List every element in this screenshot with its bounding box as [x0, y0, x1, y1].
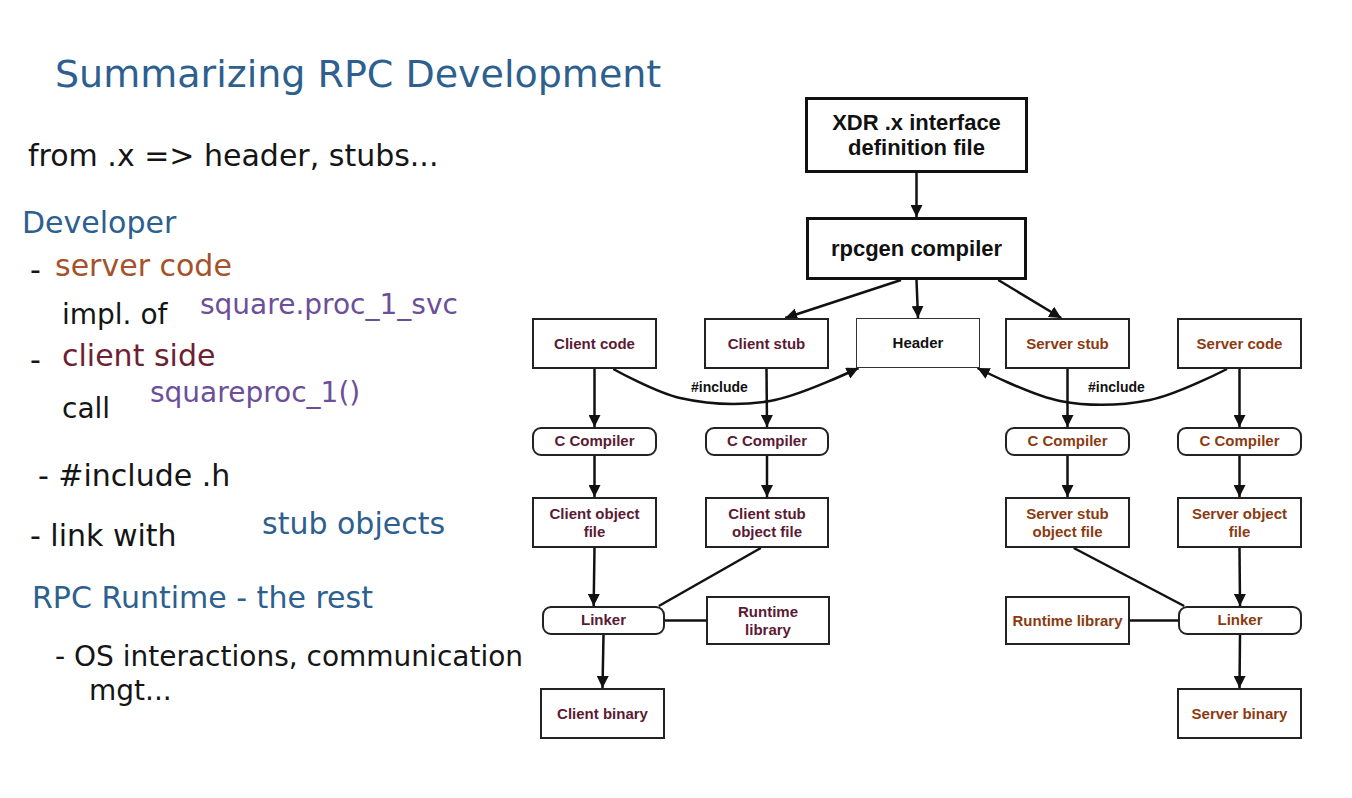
note-text: call [62, 392, 110, 426]
process-box: Server stub [1005, 318, 1130, 369]
process-box: Runtime library [1005, 596, 1130, 645]
box-label: Server stub [1026, 335, 1109, 352]
box-label: C Compiler [1199, 433, 1279, 450]
connector [978, 368, 1227, 405]
process-box: Client code [532, 318, 657, 369]
connector [665, 619, 706, 622]
connector [1130, 619, 1178, 622]
connector [765, 369, 768, 427]
process-box: Runtime library [706, 596, 830, 645]
connector [613, 368, 858, 404]
box-label: rpcgen compiler [831, 236, 1002, 261]
box-label: Linker [581, 612, 626, 629]
process-box: Server stub object file [1005, 497, 1130, 548]
tool-box: C Compiler [705, 427, 829, 456]
connector [1066, 456, 1069, 497]
connector [593, 369, 596, 427]
process-box: Server binary [1177, 688, 1302, 739]
note-text: - OS interactions, communication mgt... [55, 640, 529, 707]
connector [1066, 369, 1069, 427]
box-label: Client stub object file [712, 505, 822, 540]
box-label: Client code [554, 335, 635, 352]
connector [603, 635, 604, 688]
box-label: Runtime library [713, 603, 823, 638]
process-box: Client object file [532, 497, 657, 548]
note-text: from .x => header, stubs... [28, 138, 438, 174]
edge-label: #include [688, 379, 751, 396]
box-label: Linker [1217, 612, 1262, 629]
tool-box: C Compiler [1177, 427, 1302, 456]
note-text: server code [55, 248, 232, 284]
tool-box: C Compiler [1005, 427, 1130, 456]
note-text: - [30, 342, 41, 378]
connector [592, 548, 595, 606]
note-text: square.proc_1_svc [200, 288, 458, 322]
connector [998, 280, 1061, 318]
note-text: Developer [22, 205, 176, 241]
process-box: rpcgen compiler [806, 217, 1027, 280]
process-box: Server object file [1177, 497, 1302, 548]
connector [1238, 635, 1241, 688]
box-label: Server object file [1184, 505, 1295, 540]
box-label: Runtime library [1012, 612, 1122, 629]
note-text: - [30, 252, 41, 288]
connector [593, 456, 596, 497]
box-label: C Compiler [727, 433, 807, 450]
process-box: Client stub object file [705, 497, 829, 548]
process-box: Header [856, 318, 980, 368]
connector [1238, 456, 1241, 497]
box-label: Header [893, 334, 944, 351]
process-box: XDR .x interface definition file [805, 97, 1028, 173]
edge-label: #include [1085, 379, 1148, 396]
box-label: XDR .x interface definition file [813, 110, 1020, 161]
tool-box: C Compiler [532, 427, 657, 456]
note-text: squareproc_1() [150, 376, 360, 410]
box-label: Server stub object file [1012, 505, 1123, 540]
note-text: client side [62, 338, 215, 374]
box-label: C Compiler [1027, 433, 1107, 450]
box-label: Server binary [1192, 705, 1288, 722]
box-label: Server code [1197, 335, 1283, 352]
connector [1238, 369, 1241, 427]
process-box: Server code [1177, 318, 1302, 369]
tool-box: Linker [542, 606, 665, 635]
note-text: - link with [30, 518, 177, 554]
note-text: impl. of [62, 298, 167, 332]
process-box: Client binary [540, 688, 665, 739]
connector [915, 173, 918, 217]
box-label: Client binary [557, 705, 648, 722]
note-text: stub objects [262, 506, 445, 542]
box-label: Client object file [539, 505, 650, 540]
box-label: C Compiler [554, 433, 634, 450]
connector [917, 280, 919, 318]
box-label: Client stub [728, 335, 806, 352]
title: Summarizing RPC Development [55, 52, 661, 98]
connector [1238, 548, 1241, 606]
process-box: Client stub [704, 318, 829, 369]
tool-box: Linker [1178, 606, 1302, 635]
note-text: - #include .h [38, 458, 230, 494]
note-text: RPC Runtime - the rest [32, 580, 373, 616]
connector [785, 280, 901, 318]
connector [766, 456, 769, 497]
